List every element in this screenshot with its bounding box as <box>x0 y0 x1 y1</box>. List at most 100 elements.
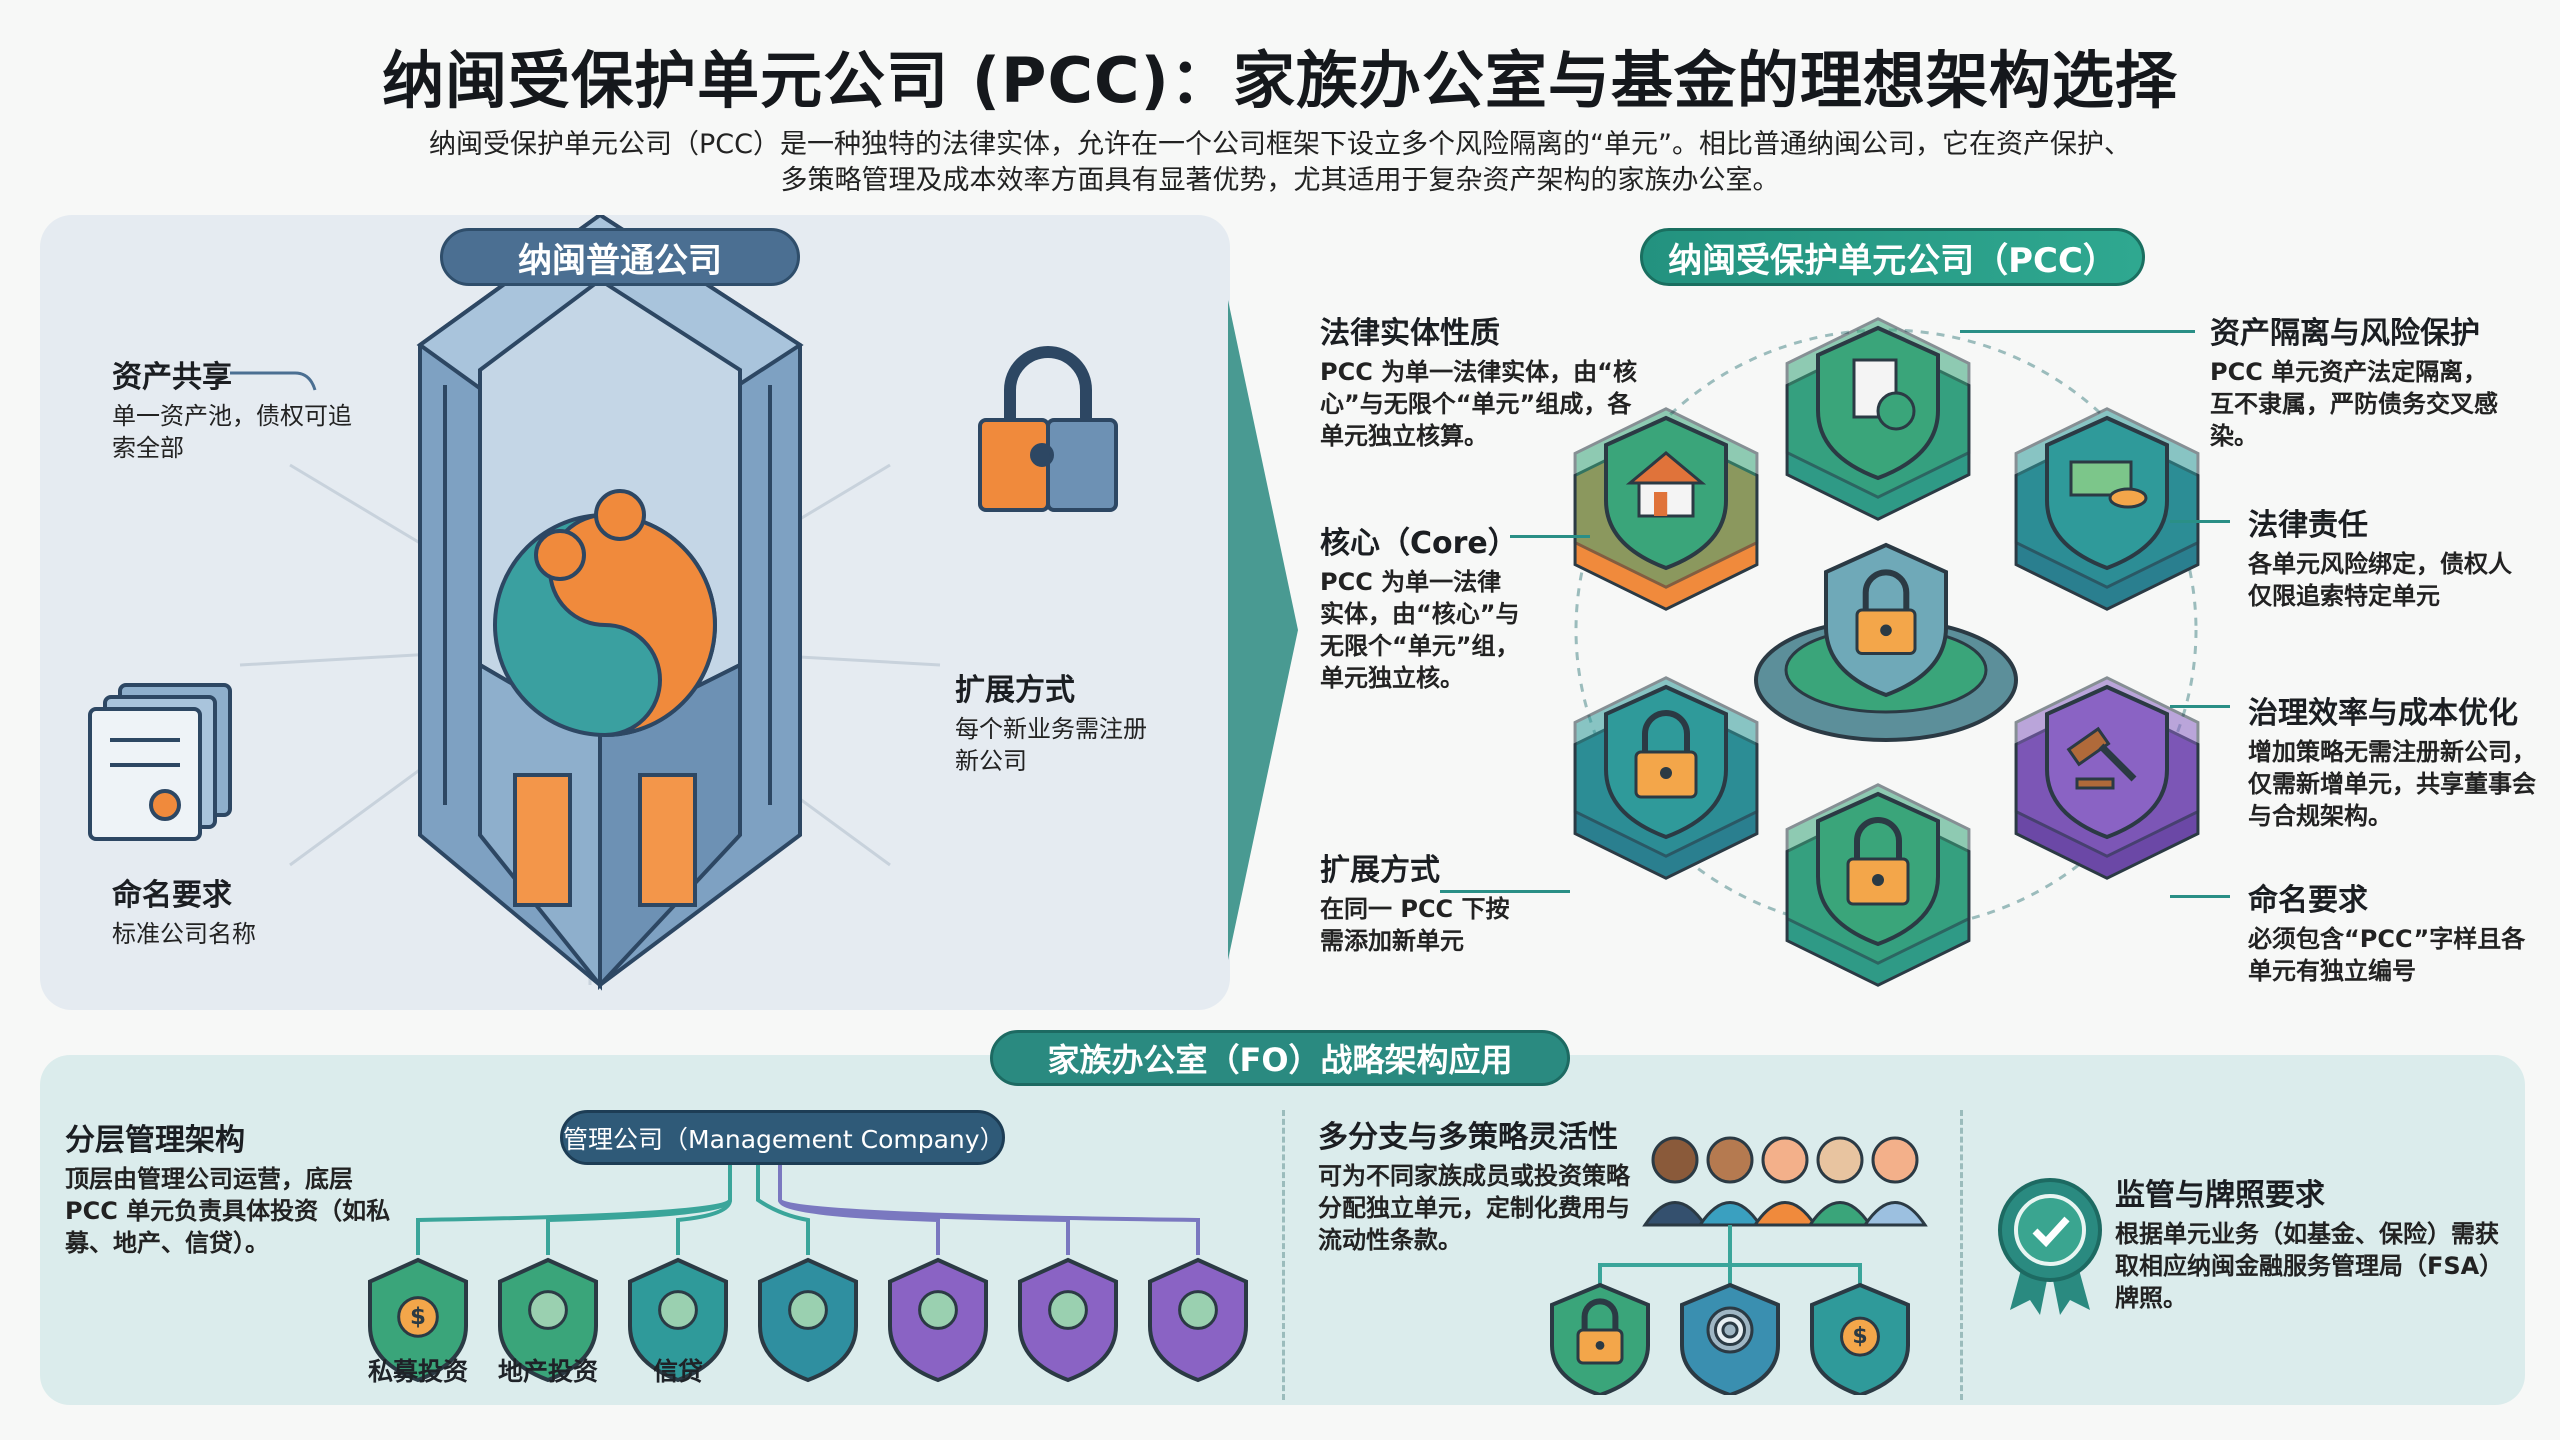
svg-text:$: $ <box>410 1304 426 1330</box>
gavel-icon <box>2066 726 2137 790</box>
asset-sharing-connector <box>230 371 317 391</box>
pcc-cell <box>1573 407 1759 611</box>
pcc-expansion-title: 扩展方式 <box>1320 853 1440 888</box>
family-member-icon <box>1862 1136 1928 1227</box>
unit-label: 信贷 <box>652 1357 703 1386</box>
padlock-icon <box>1576 1298 1624 1365</box>
core-title: 核心（Core） <box>1320 526 1518 561</box>
layered-title: 分层管理架构 <box>65 1123 245 1158</box>
money-bag-icon: $ <box>397 1296 439 1338</box>
asset-isolation-label: 资产隔离与风险保护 PCC 单元资产法定隔离，互不隶属，严防债务交叉感染。 <box>2210 308 2510 452</box>
asset-sharing-body: 单一资产池，债权可追索全部 <box>112 402 352 462</box>
money-bag-icon <box>594 489 646 541</box>
padlock-icon <box>1634 710 1698 799</box>
unit-shield <box>1148 1257 1248 1383</box>
pcc-naming-label: 命名要求 必须包含“PCC”字样且各单元有独立编号 <box>2248 875 2528 987</box>
pcc-naming-body: 必须包含“PCC”字样且各单元有独立编号 <box>2248 925 2526 985</box>
pcc-cell <box>1573 676 1759 880</box>
asset-sharing-label: 资产共享 单一资产池，债权可追索全部 <box>112 352 362 464</box>
regulation-title: 监管与牌照要求 <box>2115 1178 2325 1213</box>
family-office-title: 家族办公室（FO）战略架构应用 <box>990 1030 1570 1086</box>
ordinary-expansion-title: 扩展方式 <box>955 673 1075 708</box>
page-title: 纳闽受保护单元公司 (PCC)：家族办公室与基金的理想架构选择 <box>382 44 2178 117</box>
branch-shield <box>1680 1282 1780 1395</box>
family-members-tree: $ <box>1550 1136 1928 1395</box>
management-company-node: 管理公司（Management Company） <box>560 1110 1005 1165</box>
target-icon <box>1706 1306 1754 1354</box>
pcc-cell <box>2014 407 2200 611</box>
pcc-expansion-body: 在同一 PCC 下按需添加新单元 <box>1320 895 1510 955</box>
governance-label: 治理效率与成本优化 增加策略无需注册新公司，仅需新增单元，共享董事会与合规架构。 <box>2248 688 2538 832</box>
padlock-icon <box>1846 817 1910 906</box>
pcc-cell <box>1785 317 1971 521</box>
pcc-cell <box>2014 676 2200 880</box>
liability-label: 法律责任 各单元风险绑定，债权人仅限追索特定单元 <box>2248 500 2528 612</box>
certified-rosette-icon <box>1998 1178 2102 1315</box>
money-bag-icon: $ <box>1840 1316 1880 1357</box>
tree-connector <box>756 1165 810 1255</box>
ordinary-company-title: 纳闽普通公司 <box>440 228 800 286</box>
subtitle-line-2: 多策略管理及成本效率方面具有显著优势，尤其适用于复杂资产架构的家族办公室。 <box>780 165 1780 196</box>
unit-shield: $ <box>368 1257 468 1383</box>
pcc-expansion-label: 扩展方式 在同一 PCC 下按需添加新单元 <box>1320 845 1520 957</box>
liability-title: 法律责任 <box>2248 508 2368 543</box>
pcc-title: 纳闽受保护单元公司（PCC） <box>1640 228 2145 286</box>
hand-coin-icon <box>658 1290 698 1330</box>
tree-connector <box>778 1165 1200 1255</box>
core-hub <box>1754 542 2018 742</box>
layered-body: 顶层由管理公司运营，底层 PCC 单元负责具体投资（如私募、地产、信贷）。 <box>65 1165 391 1257</box>
certificate-icon <box>88 683 232 841</box>
pcc-naming-title: 命名要求 <box>2248 883 2368 918</box>
unit-tree: $ <box>368 1165 1248 1383</box>
regulation-label: 监管与牌照要求 根据单元业务（如基金、保险）需获取相应纳闽金融服务管理局（FSA… <box>2115 1170 2515 1314</box>
tree-connector <box>546 1165 732 1255</box>
ordinary-naming-label: 命名要求 标准公司名称 <box>112 870 362 950</box>
family-member-icon <box>1807 1136 1873 1227</box>
transition-arrow-icon <box>1228 300 1298 960</box>
growth-chart-icon <box>1178 1290 1218 1330</box>
pcc-cell-cluster <box>1573 317 2200 987</box>
house-icon <box>1625 451 1707 518</box>
unit-shield <box>1018 1257 1118 1383</box>
regulation-body: 根据单元业务（如基金、保险）需获取相应纳闽金融服务管理局（FSA）牌照。 <box>2115 1220 2504 1312</box>
unit-shield <box>888 1257 988 1383</box>
core-body: PCC 为单一法律实体，由“核心”与无限个“单元”组，单元独立核。 <box>1320 568 1520 692</box>
svg-text:$: $ <box>1852 1324 1867 1349</box>
branch-shield: $ <box>1810 1282 1910 1395</box>
subtitle-line-1: 纳闽受保护单元公司（PCC）是一种独特的法律实体，允许在一个公司框架下设立多个风… <box>429 129 2131 160</box>
pcc-cell <box>1785 783 1971 987</box>
tree-connector <box>416 1165 732 1255</box>
branches-label: 多分支与多策略灵活性 可为不同家族成员或投资策略分配独立单元，定制化费用与流动性… <box>1318 1112 1648 1256</box>
family-member-icon <box>1752 1136 1818 1227</box>
cash-coins-icon <box>2069 460 2148 509</box>
layered-management-label: 分层管理架构 顶层由管理公司运营，底层 PCC 单元负责具体投资（如私募、地产、… <box>65 1115 395 1259</box>
unit-shield <box>628 1257 728 1383</box>
money-bag-icon <box>534 529 586 581</box>
ordinary-naming-title: 命名要求 <box>112 878 232 913</box>
ordinary-expansion-label: 扩展方式 每个新业务需注册新公司 <box>955 665 1155 777</box>
tree-connector <box>676 1165 732 1255</box>
governance-title: 治理效率与成本优化 <box>2248 696 2518 731</box>
family-member-icon <box>1697 1136 1763 1227</box>
branch-shield <box>1550 1282 1650 1395</box>
core-label: 核心（Core） PCC 为单一法律实体，由“核心”与无限个“单元”组，单元独立… <box>1320 518 1520 694</box>
ordinary-naming-body: 标准公司名称 <box>112 920 256 948</box>
liability-body: 各单元风险绑定，债权人仅限追索特定单元 <box>2248 550 2512 610</box>
divider <box>1960 1110 1963 1400</box>
ordinary-expansion-body: 每个新业务需注册新公司 <box>955 715 1147 775</box>
legal-entity-title: 法律实体性质 <box>1320 316 1500 351</box>
coin-stack-icon <box>1048 1290 1088 1330</box>
document-dollar-icon <box>1852 358 1916 431</box>
asset-sharing-title: 资产共享 <box>112 360 232 395</box>
building-icon <box>528 1290 568 1330</box>
unit-shield <box>758 1257 858 1383</box>
governance-body: 增加策略无需注册新公司，仅需新增单元，共享董事会与合规架构。 <box>2248 738 2536 830</box>
unit-label: 地产投资 <box>497 1357 598 1386</box>
legal-entity-label: 法律实体性质 PCC 为单一法律实体，由“核心”与无限个“单元”组成，各单元独立… <box>1320 308 1640 452</box>
branches-title: 多分支与多策略灵活性 <box>1318 1120 1618 1155</box>
asset-isolation-title: 资产隔离与风险保护 <box>2210 316 2480 351</box>
connection-ring <box>1574 328 2198 932</box>
unit-shield <box>498 1257 598 1383</box>
document-coin-icon <box>918 1290 958 1330</box>
asset-pool-sphere-icon <box>493 489 717 737</box>
